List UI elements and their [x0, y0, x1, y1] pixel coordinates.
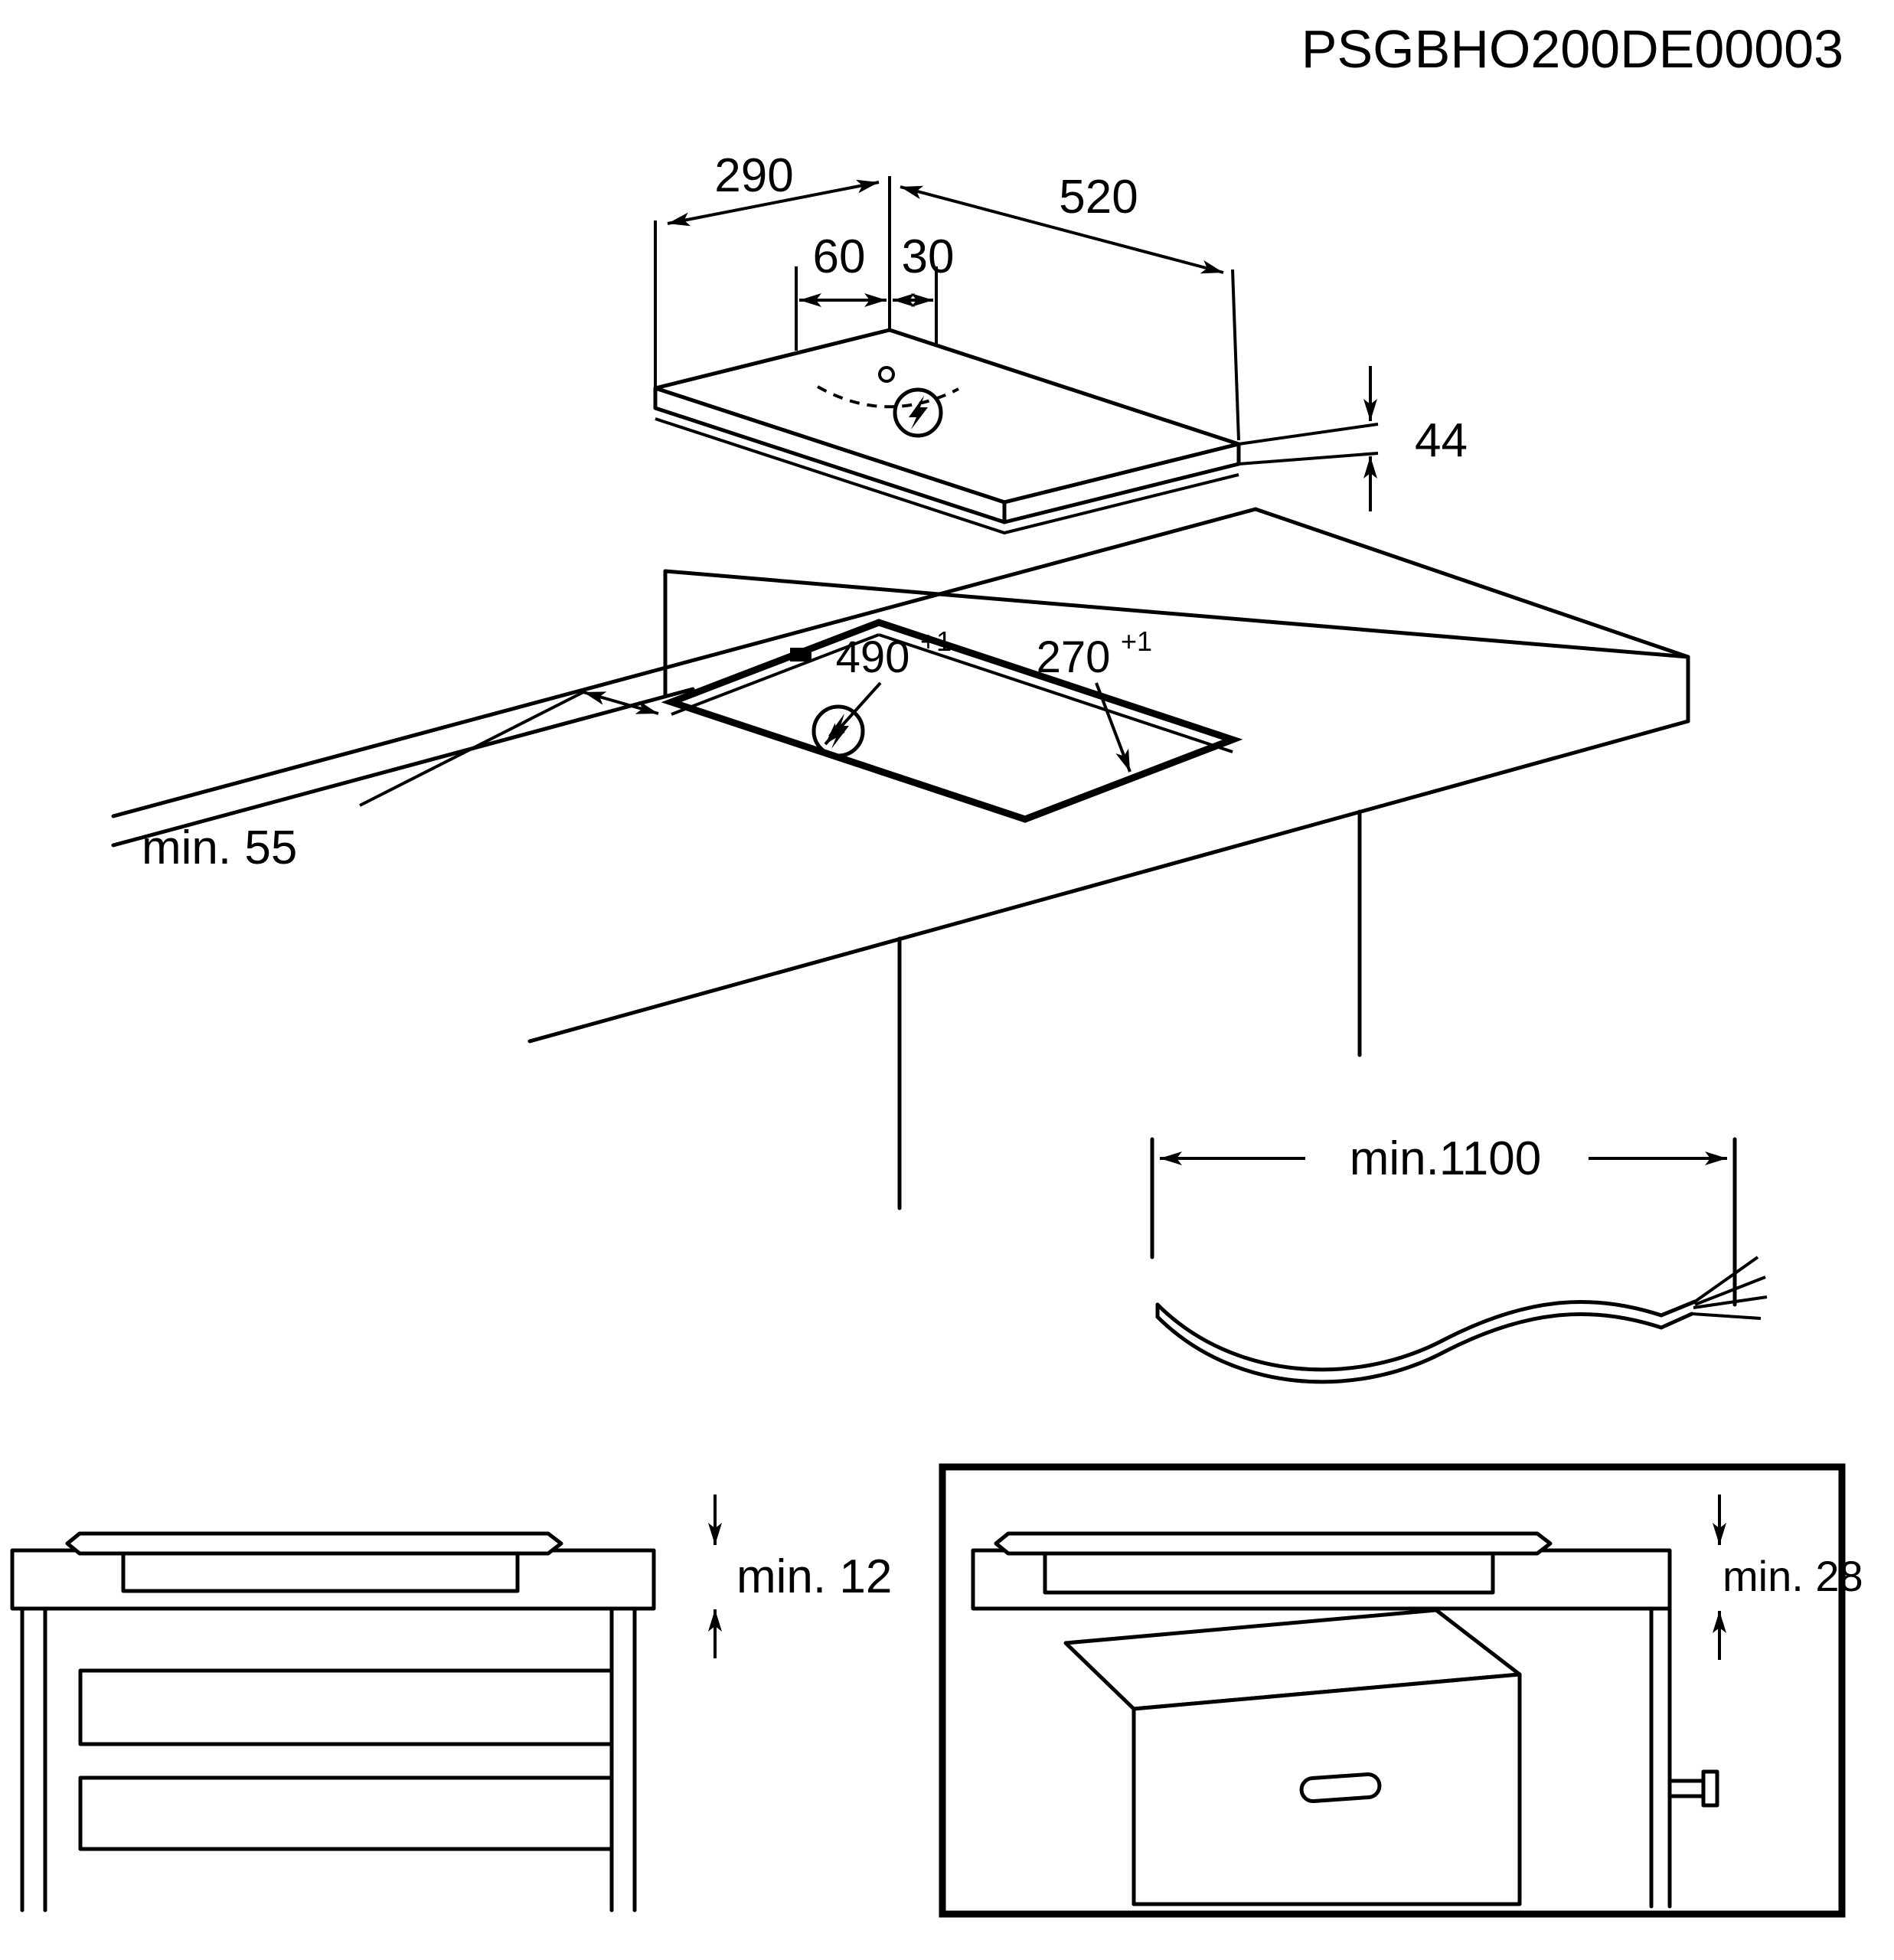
- worktop-rear-edge-inner: [111, 687, 695, 848]
- dim-44-label: 44: [1415, 414, 1468, 467]
- oven-section-view: min. 28: [939, 1463, 1863, 1918]
- dim-60-label: 60: [813, 230, 866, 283]
- dim-30-label: 30: [902, 230, 955, 283]
- leader-arrow-490: [824, 681, 882, 746]
- fixing-bracket: [790, 648, 811, 662]
- min-12-label: min. 12: [736, 1550, 892, 1603]
- worktop-right-edge: [1253, 507, 1690, 659]
- min-1100-label: min.1100: [1350, 1132, 1541, 1185]
- cable-entry-zone-dashed: [817, 385, 959, 409]
- dim-490-tolerance: +1: [920, 626, 952, 657]
- dimension-arrow-520: [900, 185, 1224, 274]
- worktop-rear-edge: [111, 507, 1258, 818]
- hob-isometric-view: 290 520 60 30 44: [653, 149, 1468, 535]
- projection-line: [1238, 452, 1379, 466]
- cutout-inner-edge: [878, 633, 1233, 753]
- product-code: PSGBHO200DE00003: [1301, 19, 1843, 79]
- worktop-front-edge: [527, 719, 1690, 1044]
- extension-line: [1231, 269, 1240, 441]
- dimension-arrow-290: [667, 179, 880, 227]
- hob-glass-cross-section: [65, 1531, 563, 1556]
- dim-270-tolerance: +1: [1121, 626, 1152, 657]
- hinge-knob: [1701, 1769, 1719, 1808]
- power-cable-detail: min.1100: [1150, 1132, 1768, 1384]
- hob-bottom-frame-line: [655, 417, 1239, 535]
- oven-handle: [1299, 1772, 1382, 1804]
- leader-arrow-270: [1095, 682, 1132, 773]
- cutout-inner-edge: [671, 633, 880, 716]
- cabinet-shelf: [78, 1668, 614, 1746]
- hob-glass-cross-section: [994, 1531, 1553, 1556]
- worktop-back-line: [663, 569, 1690, 659]
- hob-body-cross-section: [1043, 1548, 1495, 1595]
- min-28-label: min. 28: [1723, 1552, 1863, 1600]
- power-cable-outline-bottom: [1155, 1312, 1694, 1384]
- min-55-label: min. 55: [142, 822, 297, 874]
- cabinet-shelf: [78, 1775, 614, 1851]
- dim-290-label: 290: [714, 149, 793, 202]
- projection-line: [1238, 423, 1379, 446]
- dim-270-label: 270: [1037, 632, 1111, 682]
- min-55-arrow: [583, 691, 659, 715]
- min-55-leader: [359, 691, 584, 807]
- built-under-oven: [1063, 1608, 1522, 1906]
- lightning-icon: [893, 387, 943, 438]
- hinge-mount: [1667, 1779, 1707, 1798]
- dim-520-label: 520: [1059, 171, 1138, 224]
- cable-entry-point: [878, 366, 895, 383]
- power-cable-outline-top: [1155, 1299, 1697, 1372]
- worktop-section-view: min. 12: [10, 1494, 892, 1913]
- hob-body-cross-section: [121, 1548, 520, 1593]
- dim-490-label: 490: [836, 632, 910, 682]
- worktop-cutout-view: 490 +1 270 +1 min. 55: [111, 507, 1690, 1210]
- cabinet-structure: [20, 1606, 637, 1913]
- detail-frame: [939, 1463, 1846, 1918]
- power-cable-wire-ends: [1691, 1256, 1768, 1320]
